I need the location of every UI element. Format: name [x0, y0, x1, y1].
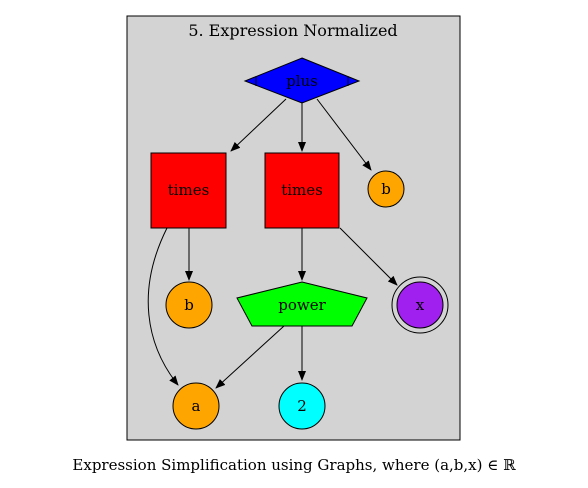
times-left-box [150, 152, 227, 229]
node-b-mid: b [165, 281, 213, 329]
power-pentagon [236, 281, 368, 327]
b-mid-circle [165, 281, 213, 329]
edge-times-mid-x [339, 227, 398, 286]
edges [147, 98, 398, 389]
b-mid-label: b [184, 296, 194, 314]
node-two: 2 [278, 382, 326, 430]
b-top-label: b [381, 180, 391, 198]
b-top-circle [367, 170, 405, 208]
plus-label: plus [286, 72, 318, 90]
edge-power-a [215, 325, 285, 389]
node-b-top: b [367, 170, 405, 208]
node-plus: plus [243, 57, 361, 104]
a-circle [172, 382, 220, 430]
cluster-title: 5. Expression Normalized [188, 21, 397, 40]
a-label: a [192, 397, 201, 415]
times-left-label: times [168, 181, 210, 199]
diagram-caption: Expression Simplification using Graphs, … [72, 456, 516, 474]
plus-diamond [243, 57, 361, 104]
x-outer-circle [391, 276, 449, 334]
times-mid-box [264, 152, 340, 229]
x-inner-circle [396, 281, 444, 329]
x-label: x [416, 296, 425, 314]
edge-times-left-a [147, 227, 179, 386]
power-label: power [278, 296, 326, 314]
edge-plus-b-top [316, 98, 372, 171]
node-power: power [236, 281, 368, 327]
edge-plus-times-left [230, 98, 287, 152]
times-mid-label: times [281, 181, 323, 199]
node-x: x [391, 276, 449, 334]
plus-diamond-corners [255, 76, 349, 86]
two-label: 2 [297, 397, 307, 415]
two-circle [278, 382, 326, 430]
node-a: a [172, 382, 220, 430]
node-times-mid: times [264, 152, 340, 229]
node-times-left: times [150, 152, 227, 229]
